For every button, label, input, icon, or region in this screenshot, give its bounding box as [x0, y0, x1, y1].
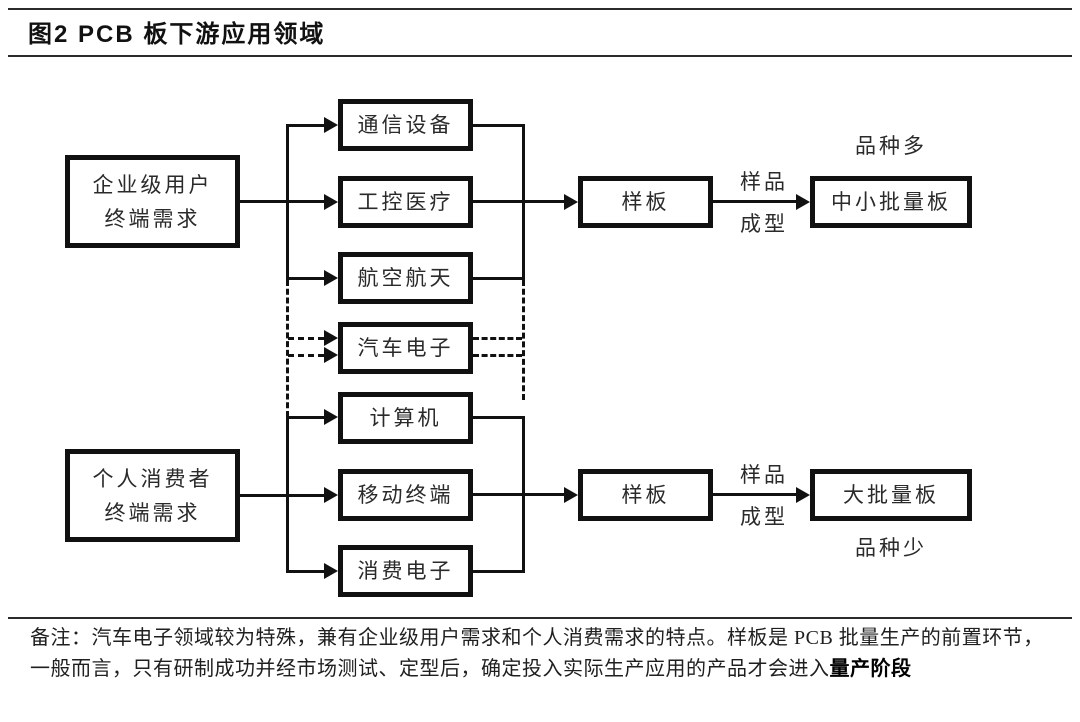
node-sample-board-bottom: 样板: [578, 469, 713, 521]
node-label: 企业级用户: [92, 172, 213, 197]
connector-to-sample-top: [473, 200, 566, 203]
connector-sample-to-smallbatch: [713, 200, 798, 203]
node-label: 终端需求: [104, 500, 201, 525]
label-sample-forming-bottom-line2: 成型: [740, 505, 788, 529]
node-automotive-electronics: 汽车电子: [338, 322, 473, 374]
arrowhead-icon: [324, 409, 338, 425]
label-sample-forming-top-line1: 样品: [740, 170, 788, 194]
node-consumer-demand: 个人消费者 终端需求: [65, 449, 240, 542]
node-large-batch: 大批量板: [810, 469, 972, 521]
node-label: 消费电子: [357, 559, 454, 583]
node-industrial-medical: 工控医疗: [338, 176, 473, 228]
connector-to-industrial: [286, 200, 326, 203]
connector-left-bus-dashed: [286, 280, 289, 417]
connector-sample-to-largebatch: [713, 493, 798, 496]
node-enterprise-demand: 企业级用户 终端需求: [65, 155, 240, 248]
connector-to-automotive-upper: [288, 337, 324, 340]
node-label: 计算机: [369, 406, 442, 430]
node-label: 终端需求: [104, 206, 201, 231]
page-title: 图2 PCB 板下游应用领域: [28, 21, 326, 48]
connector-to-automotive-lower: [288, 354, 324, 357]
arrowhead-icon: [324, 270, 338, 286]
node-label: 样板: [621, 190, 670, 214]
connector-to-comm: [286, 124, 326, 127]
node-computer: 计算机: [338, 392, 473, 444]
arrowhead-icon: [324, 347, 338, 363]
arrowhead-icon: [324, 487, 338, 503]
connector-enterprise-to-bus: [240, 200, 288, 203]
rule-note-top: [8, 617, 1072, 619]
node-label: 移动终端: [357, 483, 454, 507]
footnote-emphasis: 量产阶段: [829, 658, 912, 680]
footnote: 备注：汽车电子领域较为特殊，兼有企业级用户需求和个人消费需求的特点。样板是 PC…: [30, 623, 1050, 685]
arrowhead-icon: [564, 194, 578, 210]
connector-to-sample-bottom: [473, 493, 566, 496]
arrowhead-icon: [564, 487, 578, 503]
connector-comm-out: [473, 124, 525, 127]
node-label: 汽车电子: [357, 336, 454, 360]
arrowhead-icon: [324, 330, 338, 346]
node-label: 个人消费者: [92, 466, 213, 491]
label-sample-forming-bottom-line1: 样品: [740, 463, 788, 487]
arrowhead-icon: [324, 117, 338, 133]
connector-automotive-out-lower: [473, 354, 522, 357]
node-small-medium-batch: 中小批量板: [810, 176, 972, 228]
arrowhead-icon: [324, 194, 338, 210]
label-variety-many: 品种多: [855, 134, 927, 158]
connector-to-aerospace: [286, 277, 326, 280]
connector-aerospace-out: [473, 277, 525, 280]
arrowhead-icon: [796, 194, 810, 210]
node-label: 通信设备: [357, 113, 454, 137]
connector-to-mobile: [286, 494, 326, 497]
connector-automotive-out-upper: [473, 337, 522, 340]
connector-right-bus-dashed: [522, 280, 525, 400]
node-label: 大批量板: [843, 483, 939, 507]
node-mobile-terminal: 移动终端: [338, 469, 473, 521]
footnote-line1: 备注：汽车电子领域较为特殊，兼有企业级用户需求和个人消费需求的特点。样板是 PC…: [30, 627, 1044, 649]
rule-title-bottom: [8, 55, 1072, 57]
connector-to-consumer-elec: [286, 570, 326, 573]
node-sample-board-top: 样板: [578, 176, 713, 228]
footnote-line2: 一般而言，只有研制成功并经市场测试、定型后，确定投入实际生产应用的产品才会进入: [30, 658, 830, 680]
arrowhead-icon: [796, 487, 810, 503]
arrowhead-icon: [324, 563, 338, 579]
label-variety-few: 品种少: [855, 536, 927, 560]
label-sample-forming-top-line2: 成型: [740, 212, 788, 236]
connector-consumer-to-bus: [240, 494, 288, 497]
node-aerospace: 航空航天: [338, 252, 473, 304]
node-label: 中小批量板: [831, 190, 951, 214]
node-consumer-electronics: 消费电子: [338, 545, 473, 597]
node-label: 工控医疗: [357, 190, 454, 214]
node-label: 航空航天: [357, 266, 454, 290]
rule-top: [8, 8, 1072, 10]
node-comm-equipment: 通信设备: [338, 99, 473, 151]
connector-to-computer: [286, 416, 326, 419]
node-label: 样板: [621, 483, 670, 507]
connector-consumer-elec-out: [473, 570, 525, 573]
connector-computer-out: [473, 416, 525, 419]
